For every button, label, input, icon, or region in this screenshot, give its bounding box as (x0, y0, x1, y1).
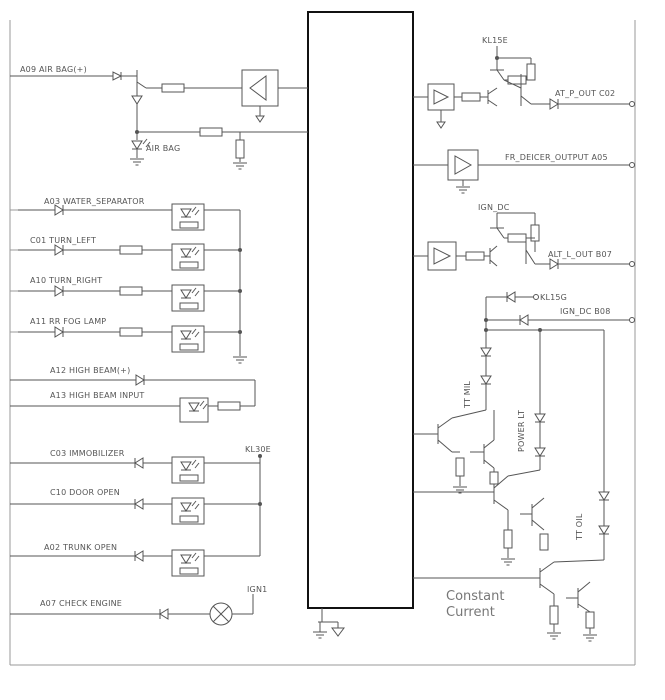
high-beam-circuit: A12 HIGH BEAM(+) A13 HIGH BEAM INPUT (10, 366, 256, 423)
label-turn-left: C01 TURN_LEFT (30, 236, 96, 245)
label-trunk-open: A02 TRUNK OPEN (44, 543, 117, 552)
kl30e-circuit: KL30E C03 IMMOBILIZER C10 DOOR OPEN A02 … (10, 445, 271, 577)
led-input-rows: A03 WATER_SEPARATOR C01 TURN_LEFT A10 TU… (10, 197, 248, 364)
label-alt-l-out: ALT_L_OUT B07 (548, 250, 612, 259)
label-rr-fog-lamp: A11 RR FOG LAMP (30, 317, 106, 326)
label-door-open: C10 DOOR OPEN (50, 488, 120, 497)
label-kl15g: KL15G (540, 293, 567, 302)
check-engine-circuit: A07 CHECK ENGINE IGN1 (10, 585, 267, 626)
label-high-beam: A12 HIGH BEAM(+) (50, 366, 130, 375)
label-ign-dc-1: IGN_DC (478, 203, 510, 212)
warning-led-circuit: KL15G IGN_DC B08 TT MIL POWER L (413, 291, 635, 642)
alt-l-out-circuit: IGN_DC ALT_L_OUT B07 (413, 203, 635, 271)
label-fr-deicer: FR_DEICER_OUTPUT A05 (505, 153, 608, 162)
label-check-engine: A07 CHECK ENGINE (40, 599, 122, 608)
label-air-bag-lamp: AIR BAG (146, 144, 180, 153)
label-kl30e: KL30E (245, 445, 271, 454)
label-ign1: IGN1 (247, 585, 267, 594)
label-tt-mil: TT MIL (463, 381, 472, 409)
mcu-ground (312, 608, 345, 639)
mcu-block (307, 11, 414, 609)
label-kl15e: KL15E (482, 36, 508, 45)
label-constant: Constant (446, 589, 504, 604)
fr-deicer-circuit: FR_DEICER_OUTPUT A05 (413, 149, 635, 194)
label-air-bag-in: A09 AIR BAG(+) (20, 65, 87, 74)
label-immobilizer: C03 IMMOBILIZER (50, 449, 125, 458)
label-high-beam-input: A13 HIGH BEAM INPUT (50, 391, 145, 400)
label-ign-dc-2: IGN_DC B08 (560, 307, 611, 316)
label-turn-right: A10 TURN_RIGHT (30, 276, 102, 285)
airbag-circuit: A09 AIR BAG(+) AIR BAG (10, 65, 308, 170)
at-p-out-circuit: KL15E AT_P_OUT C02 (413, 36, 635, 129)
label-tt-oil: TT OIL (575, 513, 584, 541)
label-at-p-out: AT_P_OUT C02 (555, 89, 615, 98)
label-current: Current (446, 605, 495, 620)
label-water-separator: A03 WATER_SEPARATOR (44, 197, 145, 206)
label-power-lt: POWER LT (517, 410, 526, 452)
